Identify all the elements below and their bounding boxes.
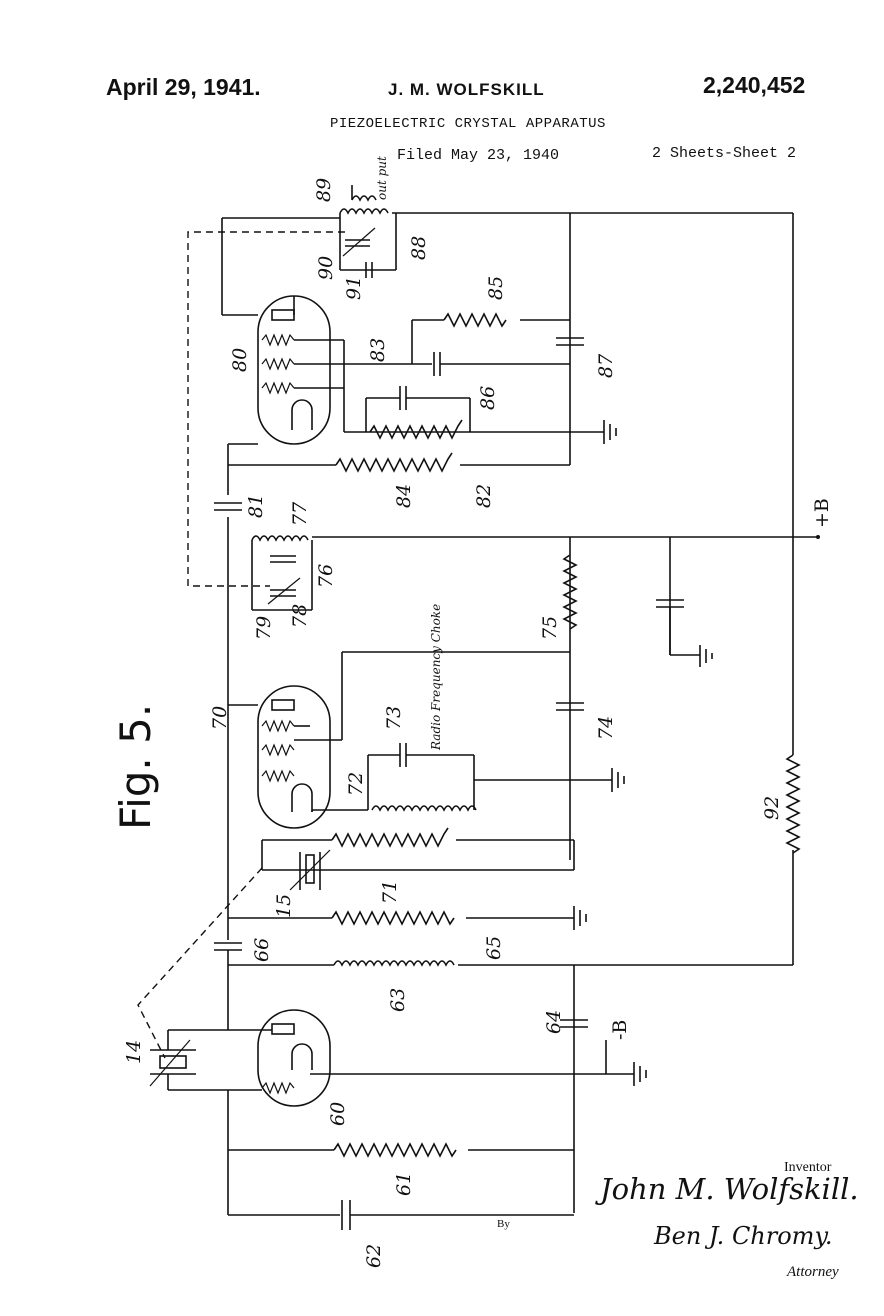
ref-15: 15 — [273, 894, 295, 918]
ref-86: 86 — [477, 386, 499, 410]
ref-60: 60 — [327, 1102, 349, 1126]
ref-82: 82 — [473, 484, 495, 508]
figure-label: Fig. 5. — [111, 704, 160, 830]
ref-74: 74 — [595, 716, 617, 740]
resistor-84 — [228, 452, 570, 473]
filed-date: Filed May 23, 1940 — [397, 147, 560, 164]
power-rails — [312, 212, 818, 1213]
ref-79: 79 — [253, 616, 275, 640]
capacitor-74 — [556, 702, 584, 711]
reference-numerals: 89 90 91 88 85 83 80 86 87 82 84 81 77 7… — [123, 178, 783, 1268]
ref-62: 62 — [363, 1244, 385, 1268]
ref-63: 63 — [387, 988, 409, 1012]
capacitor-83 — [365, 386, 471, 432]
resistor-82 — [369, 419, 463, 440]
tube-60 — [228, 1009, 331, 1107]
ref-61: 61 — [393, 1172, 415, 1196]
by-label: By — [497, 1218, 510, 1230]
resistor-85 — [411, 312, 570, 364]
ref-88: 88 — [408, 236, 430, 260]
capacitor-66 — [214, 942, 242, 951]
crystal-14 — [149, 1029, 262, 1091]
resistor-75 — [562, 554, 578, 630]
patent-number: 2,240,452 — [703, 72, 806, 98]
ref-76: 76 — [315, 564, 337, 588]
ref-64: 64 — [543, 1010, 565, 1034]
gang-control-line — [187, 231, 345, 587]
resistor-65 — [228, 906, 587, 930]
minus-b-ground — [310, 1040, 647, 1086]
ref-66: 66 — [251, 938, 273, 962]
ref-85: 85 — [485, 276, 507, 300]
choke-label: Radio Frequency Choke — [429, 604, 443, 751]
sheet-count: 2 Sheets-Sheet 2 — [652, 145, 797, 162]
choke-63 — [228, 960, 455, 967]
output-label: out put — [375, 156, 389, 200]
ref-72: 72 — [345, 772, 367, 796]
ref-14: 14 — [123, 1040, 145, 1064]
ref-78: 78 — [289, 604, 311, 628]
ref-73: 73 — [383, 706, 405, 730]
inventor-label: Inventor — [784, 1160, 832, 1175]
inventor-signature: John M. Wolfskill. — [600, 1172, 859, 1206]
ground-70 — [570, 768, 625, 792]
attorney-label: Attorney — [787, 1264, 839, 1280]
tube-70 — [228, 685, 342, 829]
ref-84: 84 — [393, 484, 415, 508]
capacitor-64 — [560, 1019, 588, 1028]
gang-control-line-lower — [137, 867, 263, 1059]
capacitor-right — [656, 599, 713, 667]
transformer-77 — [251, 535, 313, 611]
patent-date: April 29, 1941. — [106, 74, 261, 100]
ref-65: 65 — [483, 936, 505, 960]
minus-b-label: -B — [609, 1020, 631, 1040]
ref-92: 92 — [761, 796, 783, 820]
inventor-header: J. M. WOLFSKILL — [388, 80, 545, 99]
ref-77: 77 — [289, 501, 311, 526]
attorney-signature: Ben J. Chromy. — [654, 1222, 833, 1250]
ref-75: 75 — [539, 616, 561, 640]
ground-80 — [570, 420, 617, 444]
crystal-15 — [262, 849, 574, 891]
ref-89: 89 — [313, 178, 335, 202]
resistor-92 — [785, 754, 801, 854]
patent-title: PIEZOELECTRIC CRYSTAL APPARATUS — [330, 116, 606, 132]
resistor-71 — [261, 827, 574, 870]
capacitor-87 — [556, 337, 584, 346]
ref-83: 83 — [367, 338, 389, 362]
ref-70: 70 — [209, 706, 231, 730]
ref-80: 80 — [229, 348, 251, 372]
capacitor-81 — [214, 502, 242, 511]
rf-choke-72 — [311, 743, 570, 812]
capacitor-62 — [228, 1200, 574, 1230]
ref-90: 90 — [315, 256, 337, 280]
tube-80 — [222, 295, 570, 445]
plus-b-label: +B — [811, 498, 833, 528]
ref-81: 81 — [245, 494, 267, 518]
resistor-61 — [228, 1142, 574, 1158]
capacitor-86 — [433, 352, 570, 376]
output-transformer-89 — [221, 185, 397, 315]
ref-91: 91 — [343, 276, 365, 300]
ref-87: 87 — [595, 353, 617, 378]
ref-71: 71 — [379, 880, 401, 904]
plus-b-terminal — [816, 535, 820, 539]
